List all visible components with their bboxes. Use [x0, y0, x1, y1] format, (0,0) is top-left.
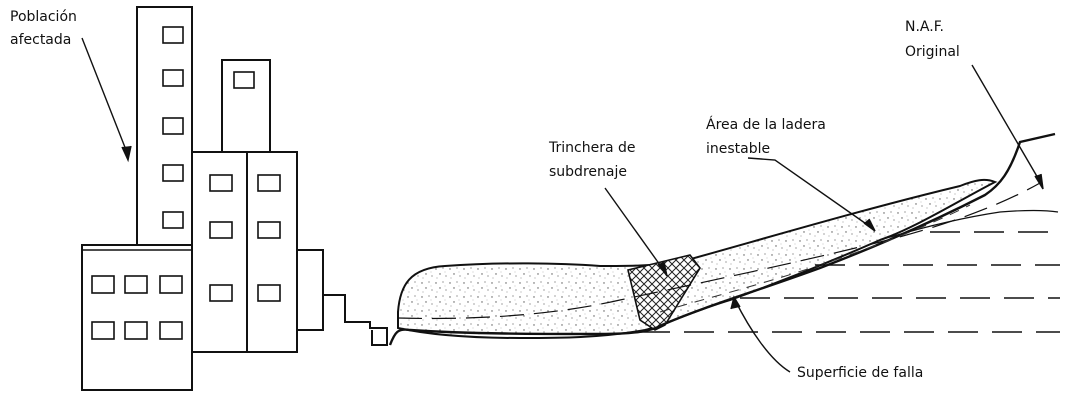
label-naf-2: Original [905, 44, 960, 60]
label-naf-1: N.A.F. [905, 19, 944, 35]
annex-block [297, 250, 323, 330]
landslide-mass [398, 180, 995, 338]
label-poblacion-1: Población [10, 9, 77, 25]
stepped-wall [323, 295, 387, 345]
label-trinchera-2: subdrenaje [549, 164, 627, 180]
affected-buildings [82, 7, 323, 390]
label-poblacion-2: afectada [10, 32, 71, 48]
label-trinchera-1: Trinchera de [548, 140, 635, 156]
label-area-1: Área de la ladera [706, 116, 826, 133]
low-building [82, 245, 192, 390]
label-area-2: inestable [706, 141, 770, 157]
label-superficie: Superficie de falla [797, 365, 923, 381]
